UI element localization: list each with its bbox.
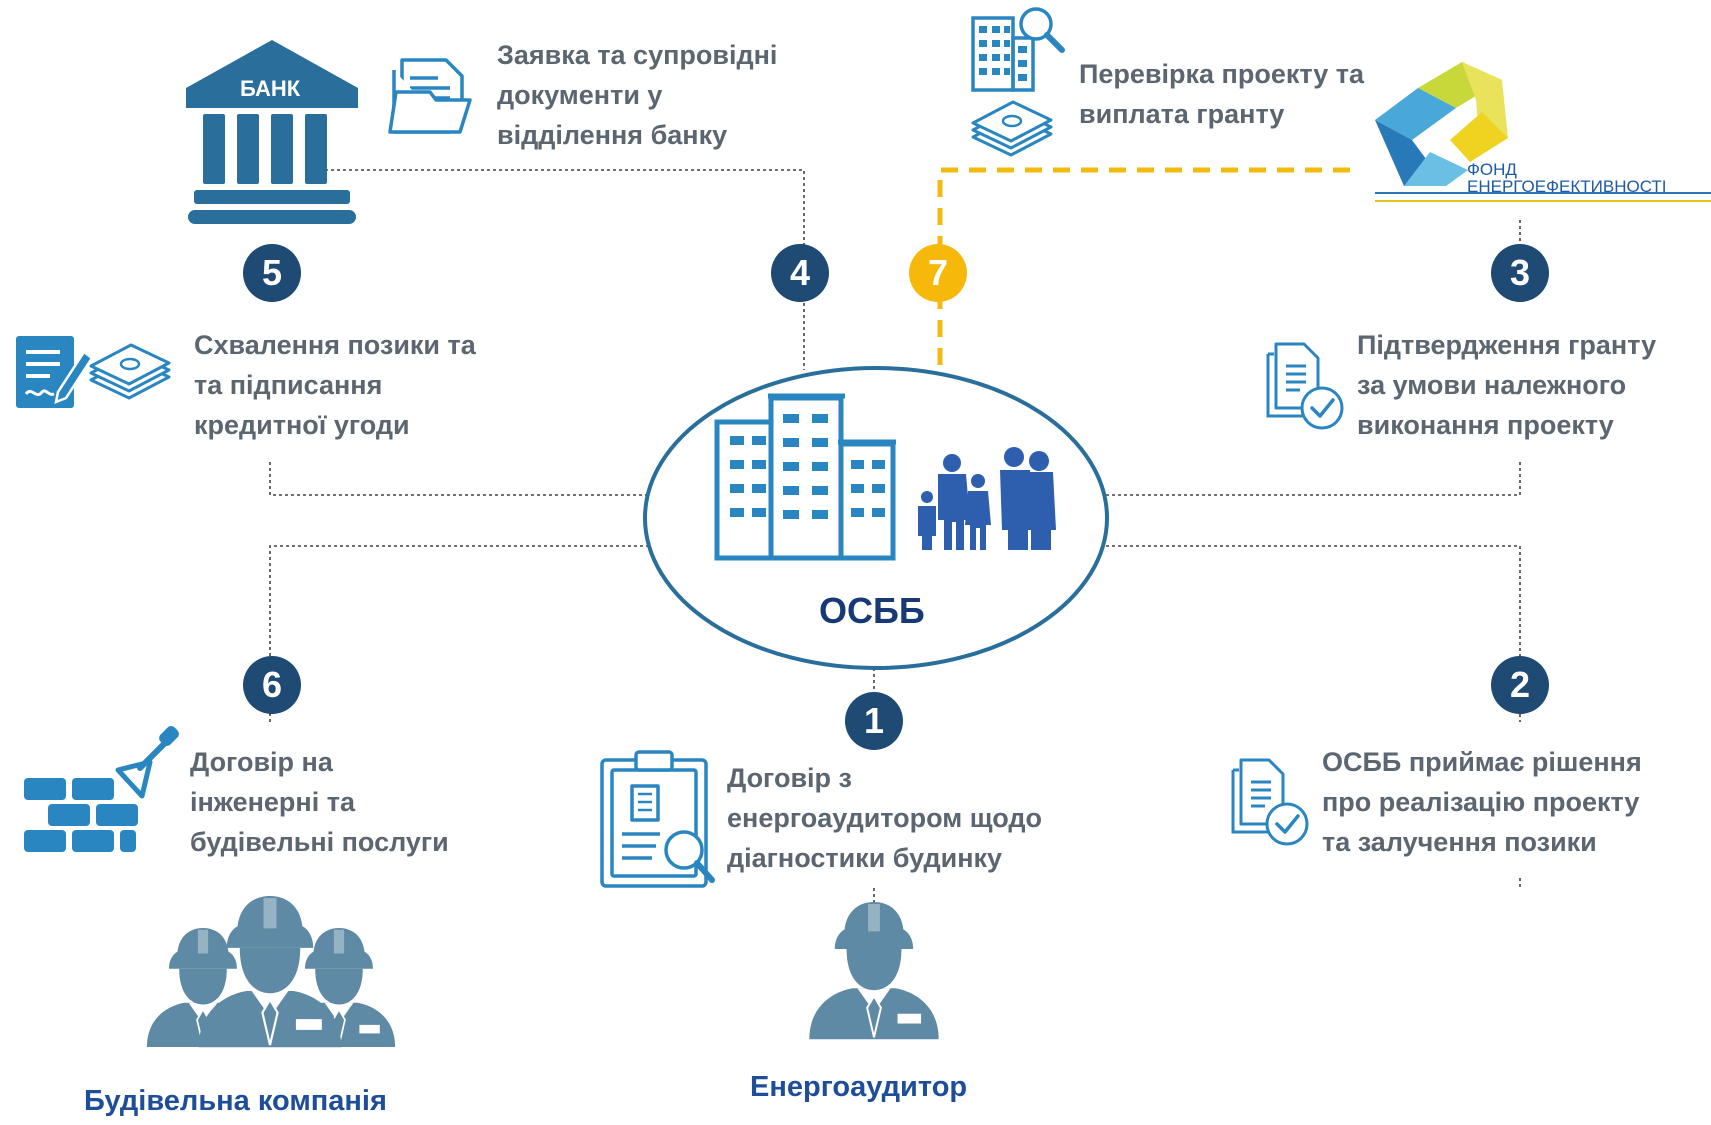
signed-contract-icon: [16, 336, 94, 408]
bank-building-icon: [186, 40, 358, 224]
connector-step5-osbb: [269, 462, 655, 496]
fund-logo-line1: ФОНД: [1467, 160, 1517, 179]
dotted-connectors: [269, 169, 1521, 904]
fund-logo: [1375, 62, 1711, 202]
connector-osbb-step2: [1100, 545, 1521, 722]
connector-bank-step4: [325, 169, 805, 370]
bank-label: БАНК: [240, 76, 301, 101]
hard-hat-worker-icon: [808, 901, 940, 1041]
step-1-badge: 1: [845, 692, 903, 750]
step-4-badge: 4: [771, 244, 829, 302]
document-check-icon: [1266, 342, 1344, 430]
document-folder-icon: [388, 58, 472, 134]
money-stack-icon: [89, 343, 171, 400]
step-5-badge: 5: [243, 244, 301, 302]
step-2-badge: 2: [1491, 656, 1549, 714]
building-search-icon: [971, 7, 1065, 92]
connector-osbb-step3: [1100, 462, 1521, 496]
fund-logo-line2: ЕНЕРГОЕФЕКТИВНОСТІ: [1467, 177, 1667, 196]
apartment-building-icon: [714, 393, 896, 561]
step-3-badge: 3: [1491, 244, 1549, 302]
step-7-badge: 7: [909, 244, 967, 302]
center-label: ОСББ: [819, 590, 925, 631]
energy-auditor-caption: Енергоаудитор: [750, 1071, 968, 1103]
connector-grant-payment: [937, 167, 1355, 365]
bricks-trowel-icon: [24, 726, 179, 852]
family-icon: [918, 447, 1056, 550]
construction-company-caption: Будівельна компанія: [84, 1085, 387, 1117]
money-stack-icon: [971, 100, 1053, 157]
clipboard-audit-icon: [600, 750, 715, 888]
connector-step6-osbb: [269, 545, 655, 722]
step-6-badge: 6: [243, 656, 301, 714]
document-check-icon: [1231, 758, 1309, 846]
